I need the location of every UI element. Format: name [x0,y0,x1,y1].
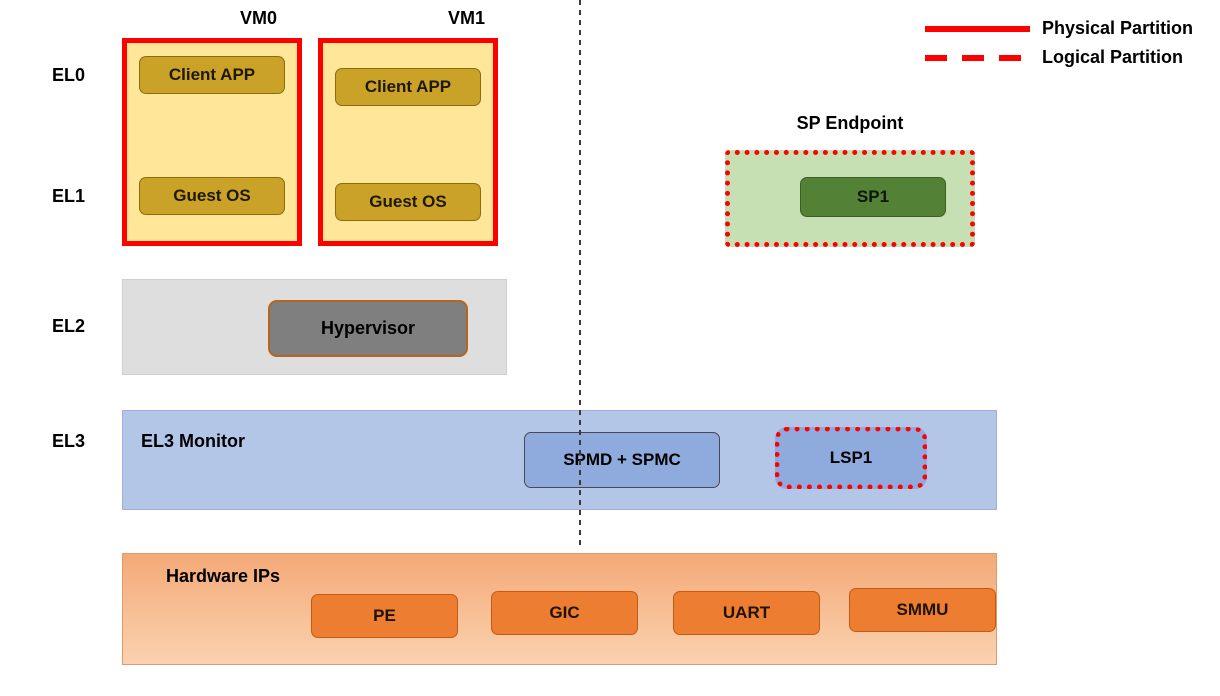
spmd-spmc-box: SPMD + SPMC [524,432,720,488]
vm1-physical-partition: Client APP Guest OS [318,38,498,246]
hardware-uart-box: UART [673,591,820,635]
hardware-ips-title: Hardware IPs [166,566,281,586]
vm1-title: VM1 [448,8,486,28]
world-divider-dashed-line [579,0,581,548]
hardware-ips-container: Hardware IPs PE GIC UART SMMU [122,553,997,665]
el2-label: EL2 [52,316,86,336]
vm0-client-app: Client APP [139,56,285,94]
hardware-smmu-box: SMMU [849,588,996,632]
vm0-physical-partition: Client APP Guest OS [122,38,302,246]
vm1-guest-os: Guest OS [335,183,481,221]
el0-label: EL0 [52,65,86,85]
legend-dashed-line-swatch [925,55,1030,61]
el1-label: EL1 [52,186,86,206]
sp1-box: SP1 [800,177,946,217]
el3-label: EL3 [52,431,86,451]
sp-endpoint-logical-partition: SP1 [725,150,975,247]
lsp1-logical-partition-box: LSP1 [775,427,927,489]
el3-monitor-title: EL3 Monitor [141,431,245,451]
legend-solid-line-swatch [925,26,1030,32]
sp-endpoint-title: SP Endpoint [796,113,904,133]
el2-container: Hypervisor [122,279,507,375]
el3-monitor-container: EL3 Monitor SPMD + SPMC LSP1 [122,410,997,510]
vm0-guest-os: Guest OS [139,177,285,215]
hardware-gic-box: GIC [491,591,638,635]
hypervisor-box: Hypervisor [268,300,468,357]
hardware-pe-box: PE [311,594,458,638]
legend-logical-partition-label: Logical Partition [1042,47,1184,67]
vm1-client-app: Client APP [335,68,481,106]
legend-physical-partition-label: Physical Partition [1042,18,1194,38]
vm0-title: VM0 [240,8,278,28]
